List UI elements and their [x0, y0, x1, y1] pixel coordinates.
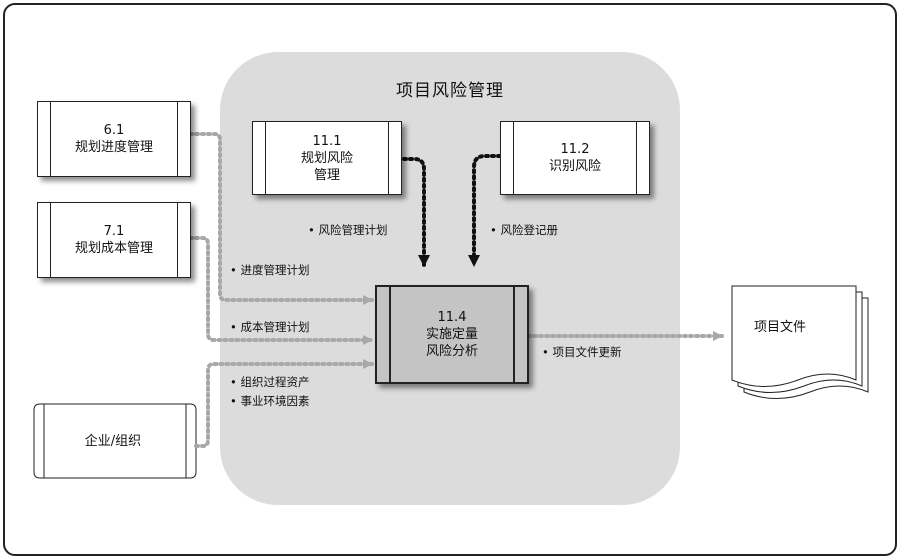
process-name: 识别风险	[548, 159, 601, 174]
process-6-1: 6.1 规划进度管理	[37, 101, 191, 177]
process-name-line1: 实施定量	[425, 327, 478, 342]
process-11-4: 11.4 实施定量 风险分析	[375, 285, 529, 384]
flow-cost-plan	[188, 236, 374, 345]
enterprise-label: 企业/组织	[84, 433, 142, 449]
flow-label-cost-plan: • 成本管理计划	[230, 320, 310, 334]
process-id: 7.1	[103, 224, 125, 239]
process-7-1: 7.1 规划成本管理	[37, 202, 191, 278]
flow-label-risk-plan: • 风险管理计划	[308, 223, 388, 237]
panel-title: 项目风险管理	[396, 81, 504, 101]
enterprise-scroll	[33, 403, 197, 479]
flow-risk-register	[468, 154, 502, 268]
flow-label-schedule-plan: • 进度管理计划	[230, 263, 310, 277]
process-11-2: 11.2 识别风险	[500, 121, 650, 195]
project-documents-shape	[731, 285, 869, 399]
process-id: 11.2	[560, 142, 590, 157]
process-name-line1: 规划风险	[300, 150, 353, 166]
process-name-line2: 风险分析	[425, 344, 478, 359]
process-name: 规划进度管理	[74, 140, 153, 155]
flow-label-document-updates: • 项目文件更新	[542, 345, 622, 359]
enterprise-box: 企业/组织	[34, 404, 192, 474]
process-11-1: 11.1 规划风险 管理	[252, 121, 402, 195]
process-name: 规划成本管理	[74, 241, 153, 256]
flow-risk-plan	[402, 157, 430, 268]
process-id: 6.1	[103, 123, 125, 138]
flow-label-opa: • 组织过程资产	[230, 375, 310, 389]
flow-schedule-plan	[188, 132, 374, 305]
flow-label-eef: • 事业环境因素	[230, 394, 310, 408]
process-id: 11.4	[437, 310, 467, 325]
process-id: 11.1	[312, 133, 342, 149]
process-name-line2: 管理	[313, 167, 340, 183]
flow-enterprise	[194, 359, 374, 448]
project-documents-label: 项目文件	[754, 320, 807, 335]
flow-label-risk-register: • 风险登记册	[490, 223, 558, 237]
